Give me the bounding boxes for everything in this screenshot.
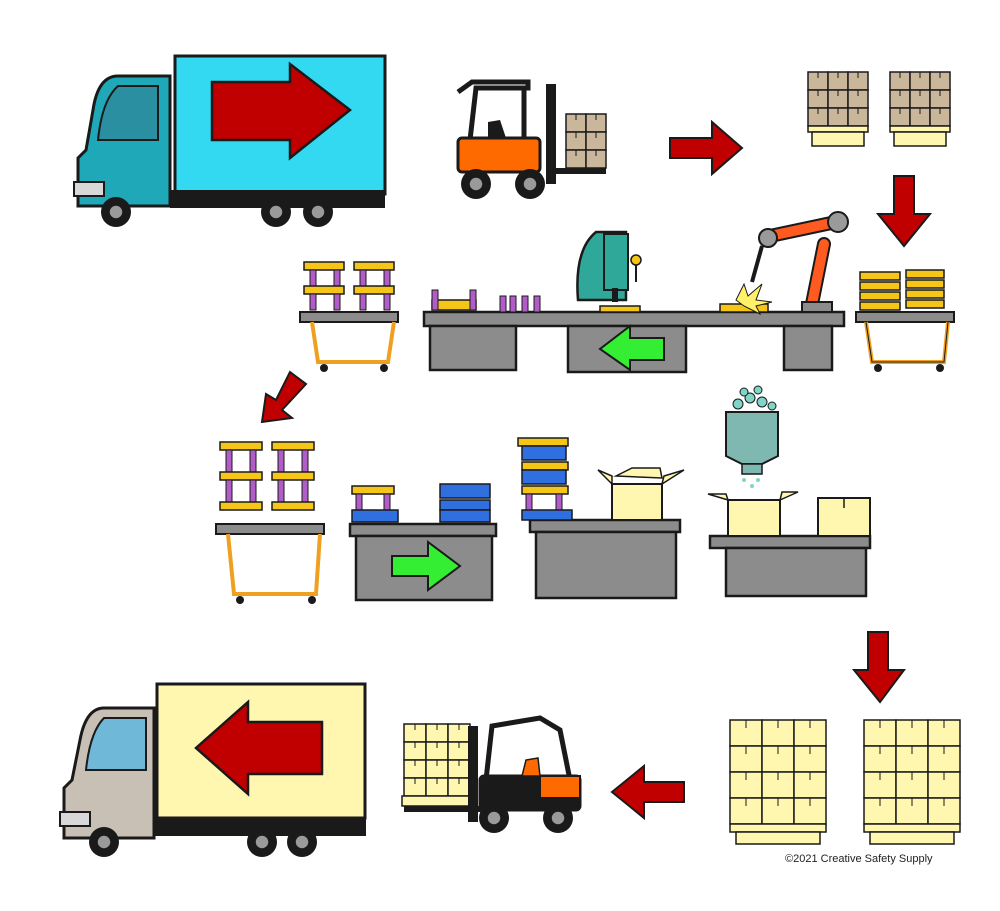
flow-arrow-down [851, 631, 906, 704]
packing-peanuts-dispenser-icon [707, 385, 872, 598]
forklift-loading-icon [401, 715, 582, 834]
raw-material-pallets-icon [807, 71, 951, 147]
assembly-cart-icon [299, 261, 399, 372]
boxing-table-icon [517, 437, 685, 600]
flow-arrow-right [669, 119, 744, 177]
inbound-truck-icon [73, 54, 387, 228]
right-arrow-icon [210, 61, 353, 161]
finished-goods-pallets-icon [729, 719, 961, 845]
left-arrow-icon [598, 323, 665, 372]
flow-arrow-down [875, 175, 933, 248]
flow-arrow-left [610, 763, 685, 821]
parts-cart-icon [855, 269, 955, 372]
press-and-welding-robot-line-icon [422, 211, 849, 374]
copyright-credit: ©2021 Creative Safety Supply [785, 853, 933, 865]
outbound-truck-icon [59, 682, 367, 858]
left-arrow-icon [194, 699, 324, 797]
assembly-table-icon [215, 441, 498, 604]
flow-arrow-diagonal [260, 370, 308, 424]
forklift-unloading-icon [456, 79, 607, 200]
right-arrow-icon [391, 540, 462, 592]
